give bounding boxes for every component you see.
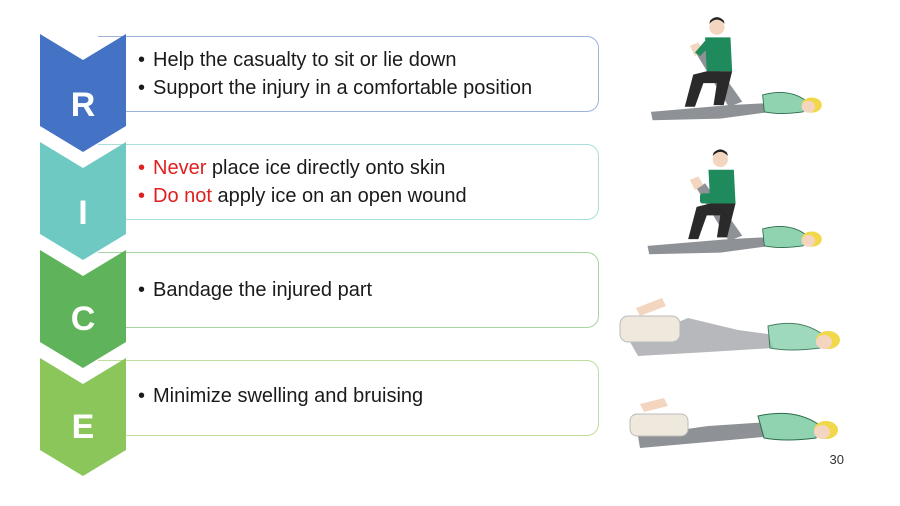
warning-word: Do not: [153, 185, 212, 207]
step-i-bullets: Never place ice directly onto skin Do no…: [138, 154, 467, 210]
compression-illustration: [619, 298, 840, 356]
step-r-bullets: Help the casualty to sit or lie down Sup…: [138, 46, 532, 102]
step-e: E Minimize swelling and bruising: [0, 358, 620, 478]
bullet-item: Minimize swelling and bruising: [138, 382, 423, 410]
bullet-item: Do not apply ice on an open wound: [138, 182, 467, 210]
rest-illustration: [650, 17, 822, 121]
ice-illustration: [647, 149, 822, 255]
bullet-item: Bandage the injured part: [138, 276, 372, 304]
bullet-item: Help the casualty to sit or lie down: [138, 46, 532, 74]
step-c-chevron: [40, 250, 126, 368]
bullet-item: Never place ice directly onto skin: [138, 154, 467, 182]
step-e-letter: E: [71, 408, 95, 446]
step-c: C Bandage the injured part: [0, 250, 620, 370]
step-r-chevron: [40, 34, 126, 152]
page-number: 30: [829, 452, 844, 467]
warning-word: Never: [153, 157, 207, 179]
step-e-bullets: Minimize swelling and bruising: [138, 382, 423, 410]
bullet-item: Support the injury in a comfortable posi…: [138, 74, 532, 102]
step-i: I Never place ice directly onto skin Do …: [0, 142, 620, 262]
step-c-bullets: Bandage the injured part: [138, 276, 372, 304]
bullet-text: apply ice on an open wound: [211, 185, 467, 207]
step-r: R Help the casualty to sit or lie down S…: [0, 34, 620, 154]
step-i-chevron: [40, 142, 126, 260]
step-c-letter: C: [70, 300, 96, 338]
step-e-chevron: [40, 358, 126, 476]
step-r-letter: R: [70, 86, 96, 124]
bullet-text: place ice directly onto skin: [206, 157, 446, 179]
step-i-letter: I: [78, 194, 88, 232]
elevation-illustration: [629, 398, 838, 448]
